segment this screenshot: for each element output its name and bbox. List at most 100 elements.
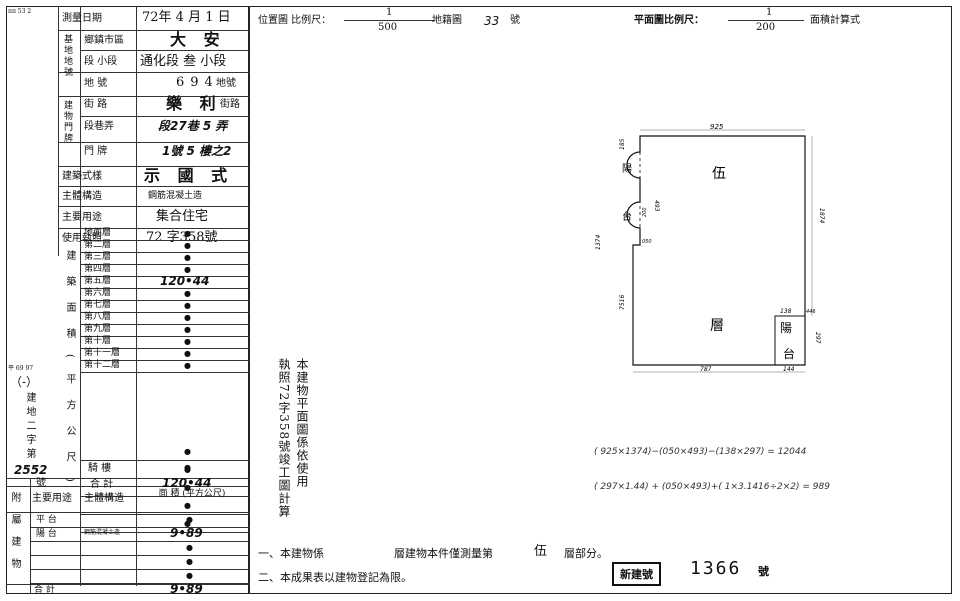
floor-area-value: ●	[184, 337, 191, 346]
floor-row-line	[80, 300, 250, 301]
floor-name: 第五層	[84, 276, 112, 286]
floor-name: 第三層	[84, 252, 112, 262]
bay-label-1: 陽	[622, 163, 632, 175]
license-value: 72 字358號	[146, 230, 218, 245]
floor-area-value: ●	[184, 265, 191, 274]
grid-line	[58, 228, 250, 229]
floor-name: 第十一層	[84, 348, 121, 358]
location-scale-denominator: 500	[378, 22, 398, 33]
dim-left-small: 200	[642, 207, 648, 217]
document-frame	[6, 6, 952, 594]
dim-left-lower: 7516	[619, 295, 626, 310]
dim-small-note: 050	[642, 239, 652, 245]
plan-outline	[626, 135, 806, 366]
building-number-stamp: 新建號	[612, 562, 661, 586]
floor-plan-drawing: 925 185 493 200 1374 7516 1874 138 446 2…	[595, 123, 825, 373]
note-1-end: 層部分。	[564, 547, 608, 560]
floor-row-line	[80, 336, 250, 337]
floor-extra-value: ●	[184, 447, 191, 456]
location-scale-label: 位置圖 比例尺：	[258, 15, 332, 26]
room-label-2: 層	[710, 318, 724, 334]
dim-top: 925	[710, 123, 724, 131]
annex-area-header: 面 積 (平方公尺)	[158, 489, 226, 499]
street-value: 樂 利	[166, 94, 222, 113]
stamp-label: 新建號	[620, 568, 653, 581]
annex-use-header: 主要用途	[32, 493, 72, 504]
arcade-label: 騎 樓	[88, 463, 112, 474]
floor-extra-value: ●	[184, 519, 191, 528]
grid-line	[58, 96, 250, 97]
floor-extra-value: ●	[184, 483, 191, 492]
annex-area: ●	[186, 543, 193, 552]
arcade-value: ●	[184, 463, 191, 472]
lane-label: 段巷弄	[84, 121, 114, 132]
note-2: 二、本成果表以建物登記為限。	[258, 571, 412, 584]
floor-area-group-label: 建築面積(平方公尺)	[64, 250, 75, 498]
floor-name: 第九層	[84, 324, 112, 334]
note-1-middle: 層建物本件僅測量第	[394, 547, 493, 560]
lane-value: 段27巷 5 弄	[158, 119, 228, 133]
annex-use: 平 台	[36, 515, 57, 525]
vertical-note-col1: 本建物平面圖係依使用	[295, 358, 309, 488]
annex-row-line	[30, 555, 250, 556]
style-value: 示 國 式	[144, 166, 234, 185]
annex-structure: 鋼筋混凝土造	[84, 529, 121, 536]
location-scale-numerator: 1	[386, 7, 393, 18]
style-label: 建築式樣	[62, 171, 102, 182]
floor-row-line	[80, 496, 250, 497]
floor-row-line	[80, 478, 250, 479]
plan-scale-label: 平面圖比例尺：	[634, 15, 704, 26]
grid-line	[6, 584, 250, 585]
section-value: 通化段 叁 小段	[140, 54, 227, 69]
grid-line	[58, 186, 250, 187]
room-label-1: 伍	[712, 166, 726, 182]
grid-line	[58, 72, 250, 73]
dim-left-top: 185	[619, 138, 626, 150]
grid-line	[80, 6, 81, 586]
grid-line	[80, 50, 250, 51]
cadastral-map-suffix: 號	[510, 15, 520, 26]
lot-label: 地 號	[84, 78, 108, 89]
lot-suffix: 地號	[216, 78, 236, 89]
doc-number: 2552	[14, 463, 48, 477]
grid-line	[6, 512, 250, 513]
use-label: 主要用途	[62, 212, 102, 223]
floor-row-line	[80, 252, 250, 253]
lot-value: 694	[176, 75, 219, 90]
grid-line	[30, 478, 31, 594]
structure-label: 主體構造	[62, 191, 102, 202]
floor-total-value: 120•44	[162, 476, 212, 490]
stamp-suffix: 號	[758, 565, 769, 578]
doc-type-label: 建地二字第	[24, 392, 35, 462]
dim-balcony-height: 297	[814, 332, 821, 344]
dim-bottom-left: 787	[700, 366, 712, 373]
stamp-number: 1366	[690, 558, 742, 579]
dim-left-inner: 493	[653, 200, 660, 212]
annex-area: ●	[186, 571, 193, 580]
area-formula-annex: ( 297×1.44) + (050×493)+( 1×3.1416÷2×2) …	[594, 482, 830, 492]
area-formula-main: ( 925×1374)−(050×493)−(138×297) = 12044	[594, 447, 807, 457]
floor-area-value: 120•44	[160, 274, 210, 288]
floor-area-value: ●	[184, 349, 191, 358]
survey-date-value: 72年 4 月 1 日	[142, 10, 231, 25]
grid-line	[58, 142, 250, 143]
annex-use: 陽 台	[36, 529, 57, 539]
grid-line	[58, 30, 250, 31]
floor-row-line	[80, 348, 250, 349]
annex-total-value: 9•89	[170, 582, 203, 596]
floor-row-line	[80, 514, 250, 515]
floor-total-label: 合 計	[90, 479, 114, 490]
floor-row-line	[80, 288, 250, 289]
floor-row-line	[80, 264, 250, 265]
door-number-value: 1號 5 樓之2	[162, 144, 232, 158]
area-method-label: 面積計算式	[810, 15, 860, 26]
annex-row-line	[30, 569, 250, 570]
grid-line	[80, 116, 250, 117]
annex-area: ●	[186, 515, 193, 524]
door-number-label: 門 牌	[84, 146, 108, 157]
floor-row-line	[80, 324, 250, 325]
doc-suffix: 號	[36, 478, 46, 489]
dim-right: 1874	[818, 208, 825, 223]
vertical-note-col2: 執照72字358號竣工圖計算	[277, 358, 291, 519]
floor-area-value: ●	[184, 229, 191, 238]
